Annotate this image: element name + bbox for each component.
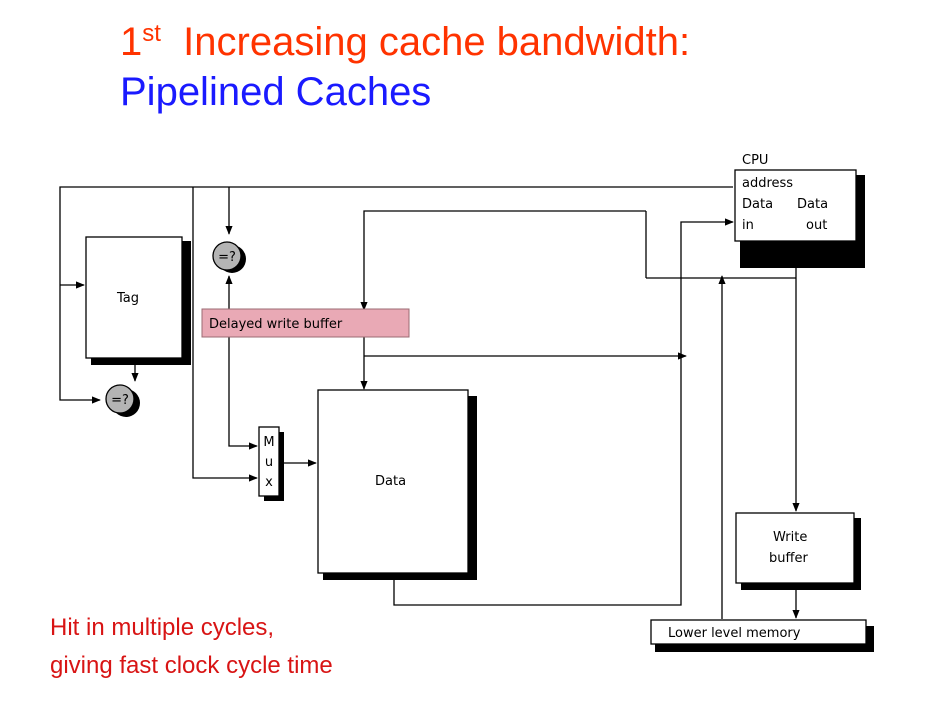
caption-line2: giving fast clock cycle time: [50, 652, 333, 679]
data-array-label: Data: [375, 474, 406, 489]
title-heading: Increasing cache bandwidth:: [183, 20, 691, 64]
tag-label: Tag: [116, 291, 139, 306]
lower-level-memory-label: Lower level memory: [668, 626, 801, 641]
cpu-label: CPU: [742, 153, 768, 168]
tag-hit-comparator: =?: [105, 384, 140, 417]
cpu-data-in-label: Data: [742, 197, 773, 212]
cpu-address-label: address: [742, 176, 793, 191]
write-buffer-label-2: buffer: [769, 551, 808, 566]
data-array: [317, 389, 469, 574]
cpu-data-out-label: Data: [797, 197, 828, 212]
title-number: 1: [120, 20, 143, 64]
cpu-in-label: in: [742, 218, 754, 233]
title-superscript: st: [142, 20, 161, 47]
lower-level-memory: [650, 619, 867, 645]
mux-block: [258, 426, 280, 497]
delayed-write-buffer: [201, 308, 410, 338]
cpu-out-label: out: [806, 218, 827, 233]
mux-letter-m: M: [263, 435, 274, 450]
write-buffer: [735, 512, 855, 584]
tag-address-comparator-label: =?: [218, 250, 236, 265]
slide-title-line2: Pipelined Caches: [120, 70, 432, 114]
mux-letter-u: u: [265, 455, 273, 470]
tag-address-comparator: =?: [212, 241, 246, 273]
mux-letter-x: x: [265, 475, 273, 490]
cpu-block: [734, 169, 857, 242]
slide-title-line1: 1st Increasing cache bandwidth:: [120, 10, 690, 66]
write-buffer-label-1: Write: [773, 530, 807, 545]
tag-block: [85, 236, 183, 359]
caption-line1: Hit in multiple cycles,: [50, 614, 275, 641]
delayed-write-buffer-label: Delayed write buffer: [209, 317, 343, 332]
tag-hit-comparator-label: =?: [111, 393, 129, 408]
